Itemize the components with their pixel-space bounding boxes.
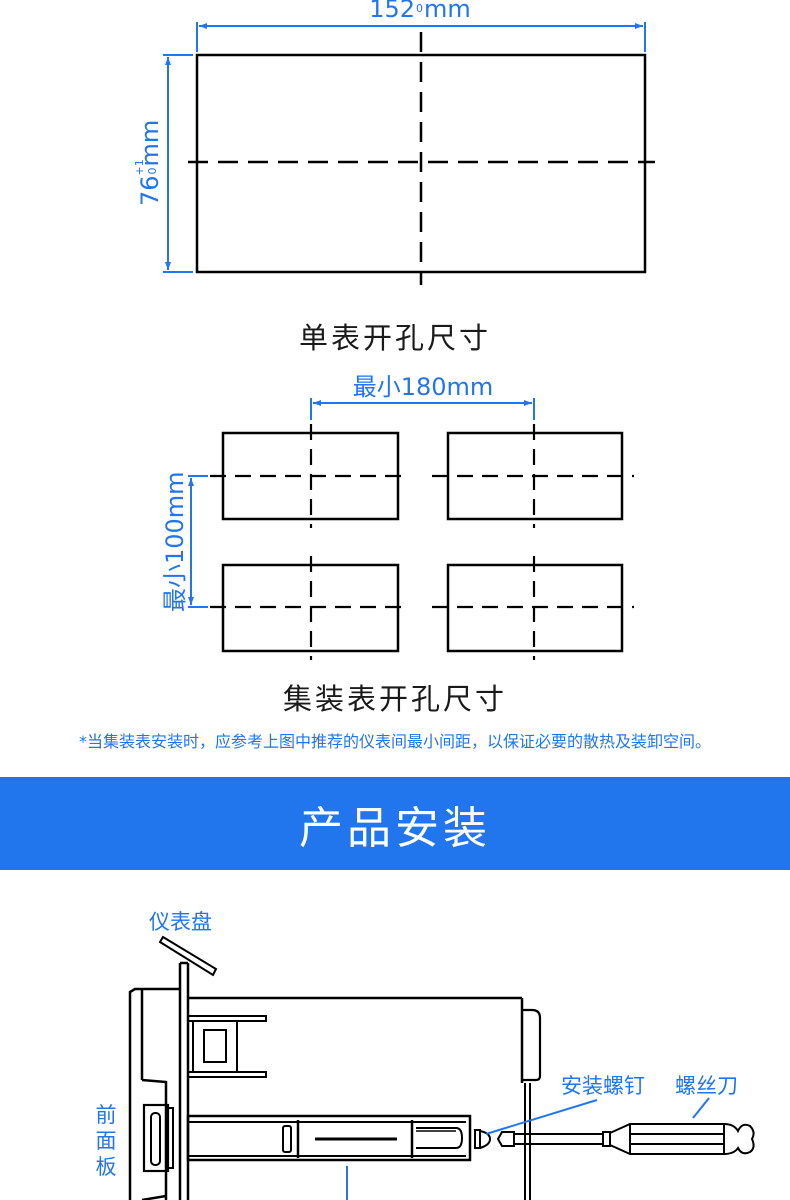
installation-note: *当集装表安装时，应参考上图中推荐的仪表间最小间距，以保证必要的散热及装卸空间。 bbox=[78, 732, 711, 751]
panel-label: 仪表盘 bbox=[149, 910, 212, 934]
height-tol-upper: +1 bbox=[133, 159, 146, 176]
install-side-view bbox=[128, 935, 755, 1200]
section-title: 产品安装 bbox=[299, 802, 491, 854]
min-vertical-spacing-label: 最小100mm bbox=[161, 471, 189, 612]
front-panel-char-2: 面 bbox=[95, 1129, 117, 1153]
width-value: 152 bbox=[369, 0, 416, 23]
leader-lines bbox=[346, 1097, 710, 1200]
section-header-band: 产品安装 bbox=[0, 777, 790, 870]
width-unit: mm bbox=[424, 0, 471, 23]
height-tol-lower: 0 bbox=[146, 167, 159, 175]
min-horizontal-spacing-label: 最小180mm bbox=[352, 373, 494, 401]
width-tol-upper: +1 bbox=[415, 0, 431, 1]
group-cutout-caption: 集装表开孔尺寸 bbox=[282, 682, 507, 716]
group-cutout-drawing bbox=[188, 398, 634, 660]
single-cutout-drawing bbox=[163, 22, 655, 285]
screw-label: 安装螺钉 bbox=[561, 1074, 645, 1098]
height-value: 76 bbox=[136, 175, 164, 206]
front-panel-label: 前 面 板 bbox=[94, 1102, 118, 1180]
width-tol-lower: 0 bbox=[416, 2, 424, 15]
screwdriver-label: 螺丝刀 bbox=[675, 1074, 738, 1098]
front-panel-char-1: 前 bbox=[95, 1103, 117, 1127]
single-cutout-caption: 单表开孔尺寸 bbox=[298, 321, 491, 355]
front-panel-char-3: 板 bbox=[95, 1155, 117, 1179]
